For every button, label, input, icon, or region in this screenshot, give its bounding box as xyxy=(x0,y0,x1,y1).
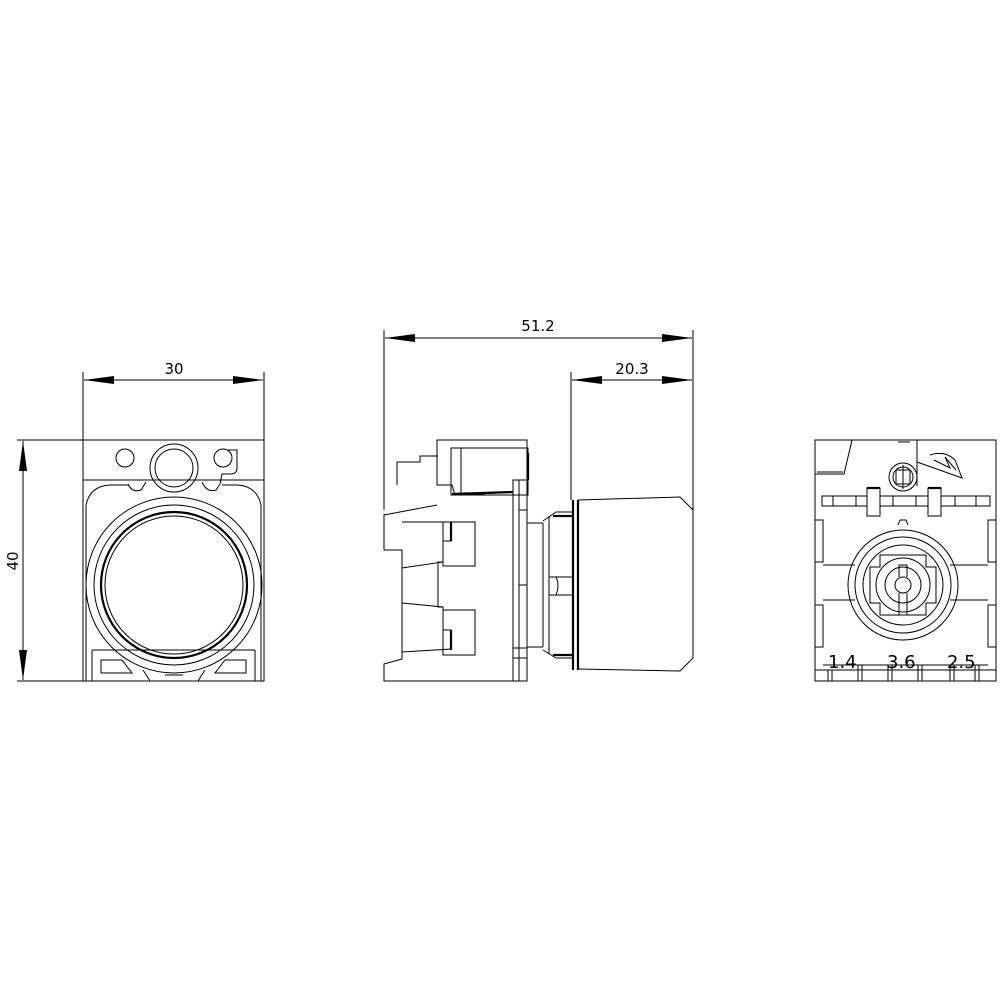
front-view: 30 40 xyxy=(4,360,265,682)
terminal-label-1-4: 1.4 xyxy=(828,652,857,673)
button-length-dimension: 20.3 xyxy=(570,360,692,500)
overall-length-label: 51.2 xyxy=(521,317,554,335)
terminal-label-2-5: 2.5 xyxy=(947,652,976,673)
height-dimension-label: 40 xyxy=(4,551,22,570)
width-dimension: 30 xyxy=(82,360,265,440)
height-dimension: 40 xyxy=(4,439,83,682)
button-length-label: 20.3 xyxy=(615,360,648,378)
rear-view: 1.4 3.6 2.5 xyxy=(814,439,997,682)
side-view: 51.2 20.3 xyxy=(383,317,694,682)
terminal-label-3-6: 3.6 xyxy=(887,652,916,673)
width-dimension-label: 30 xyxy=(164,360,183,378)
overall-length-dimension: 51.2 xyxy=(383,317,694,640)
